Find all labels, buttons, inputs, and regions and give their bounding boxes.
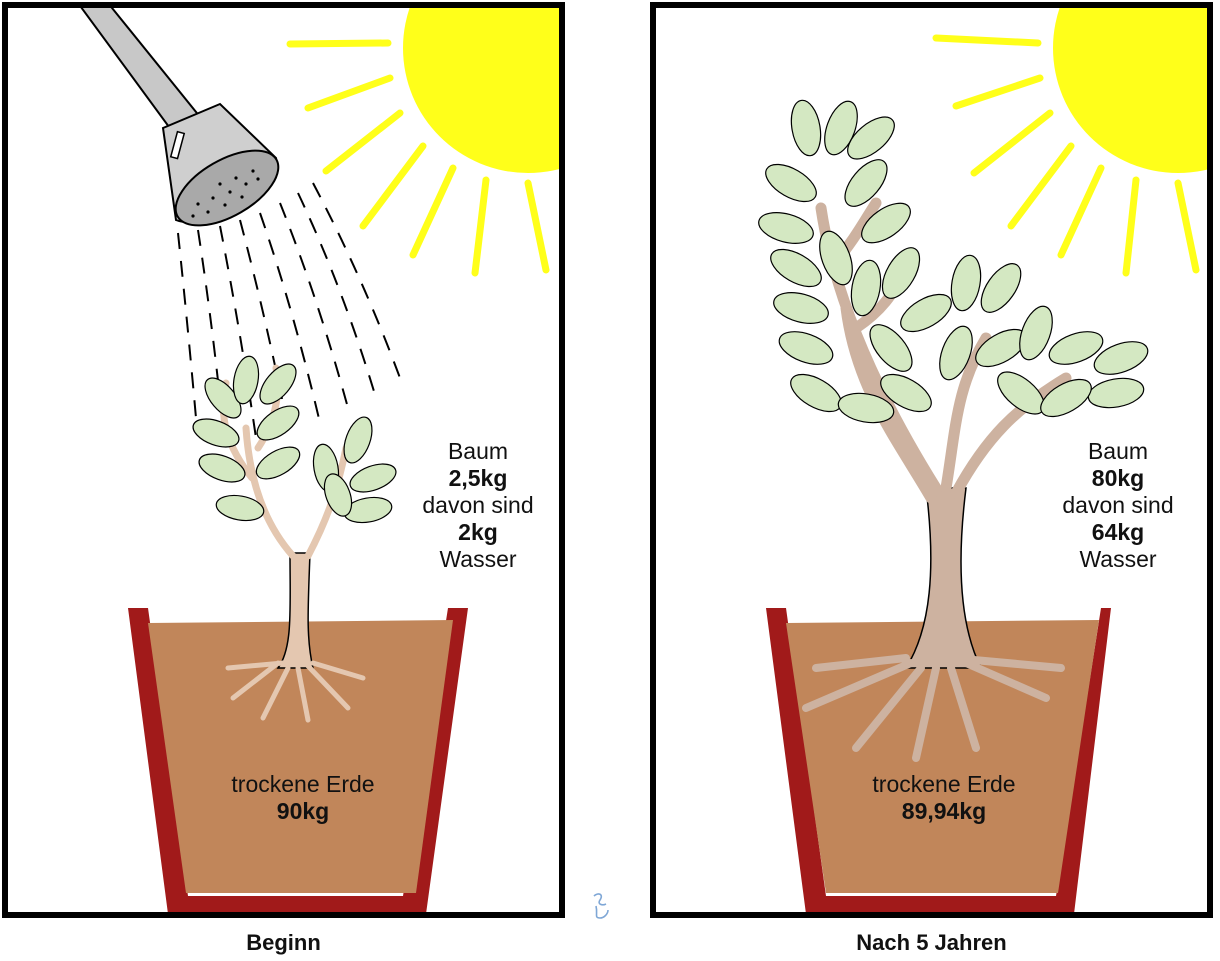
tree-mass: 80kg: [1018, 465, 1213, 492]
water-mass: 64kg: [1018, 519, 1213, 546]
panel-beginn: Baum 2,5kg davon sind 2kg Wasser trocken…: [2, 2, 565, 918]
of-which-label: davon sind: [378, 492, 565, 519]
tree-mass: 2,5kg: [378, 465, 565, 492]
water-label: Wasser: [378, 546, 565, 573]
watering-can-icon: [78, 8, 290, 241]
water-label: Wasser: [1018, 546, 1213, 573]
soil-mass: 89,94kg: [814, 798, 1074, 825]
soil-label: trockene Erde: [814, 771, 1074, 798]
signature-icon: [588, 888, 616, 924]
sun-icon: [936, 8, 1207, 273]
tree-info-begin: Baum 2,5kg davon sind 2kg Wasser: [378, 438, 565, 573]
of-which-label: davon sind: [1018, 492, 1213, 519]
soil-label: trockene Erde: [173, 771, 433, 798]
soil-info-later: trockene Erde 89,94kg: [814, 771, 1074, 825]
water-mass: 2kg: [378, 519, 565, 546]
tree-info-later: Baum 80kg davon sind 64kg Wasser: [1018, 438, 1213, 573]
tree-label: Baum: [1018, 438, 1213, 465]
soil-mass: 90kg: [173, 798, 433, 825]
caption-nach-5-jahren: Nach 5 Jahren: [650, 930, 1213, 956]
panel-nach-5-jahren: Baum 80kg davon sind 64kg Wasser trocken…: [650, 2, 1213, 918]
tree-label: Baum: [378, 438, 565, 465]
sun-icon: [290, 8, 559, 273]
soil-info-begin: trockene Erde 90kg: [173, 771, 433, 825]
caption-beginn: Beginn: [2, 930, 565, 956]
